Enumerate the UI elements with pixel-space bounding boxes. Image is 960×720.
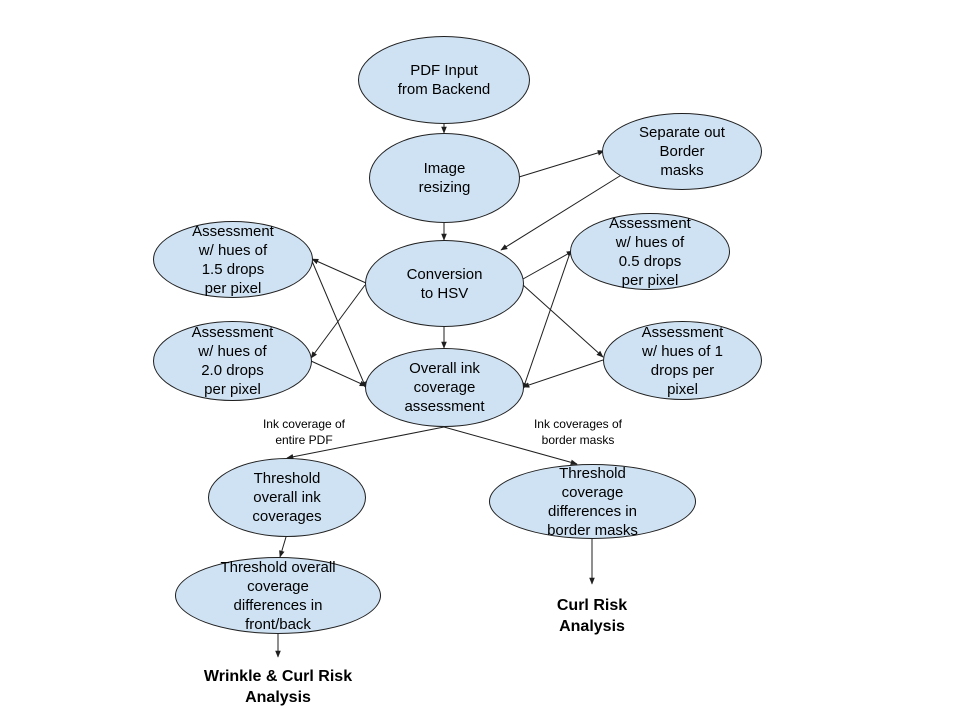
node-assessment-2-0-drops: Assessment w/ hues of 2.0 drops per pixe… <box>153 321 312 401</box>
node-pdf-input: PDF Input from Backend <box>358 36 530 124</box>
edge-hsv-to-assess1 <box>522 284 604 358</box>
node-assessment-1-drop: Assessment w/ hues of 1 drops per pixel <box>603 321 762 400</box>
node-threshold-overall-ink: Threshold overall ink coverages <box>208 458 366 537</box>
edge-assess1-to-overall <box>522 359 604 388</box>
edge-overall-to-threshold-border <box>443 426 578 466</box>
node-image-resizing: Image resizing <box>369 133 520 223</box>
edge-overall-to-threshold-overall <box>286 426 445 460</box>
edge-label-entire-pdf: Ink coverage of entire PDF <box>262 417 346 447</box>
edge-resize-to-border <box>518 150 605 178</box>
outcome-curl-risk: Curl Risk Analysis <box>556 597 628 635</box>
edge-threshold-overall-to-frontback <box>279 536 287 558</box>
edge-hsv-to-assess05 <box>522 250 574 280</box>
node-threshold-front-back: Threshold overall coverage differences i… <box>175 557 381 634</box>
node-assessment-1-5-drops: Assessment w/ hues of 1.5 drops per pixe… <box>153 221 313 298</box>
node-overall-ink-coverage: Overall ink coverage assessment <box>365 348 524 427</box>
edge-assess05-to-overall <box>522 249 572 390</box>
edge-assess20-to-overall <box>310 360 367 387</box>
edge-hsv-to-assess15 <box>311 258 367 284</box>
edge-assess15-to-overall <box>311 260 367 389</box>
node-separate-border-masks: Separate out Border masks <box>602 113 762 190</box>
edge-label-border-masks: Ink coverages of border masks <box>533 417 623 447</box>
outcome-wrinkle-curl-risk: Wrinkle & Curl Risk Analysis <box>203 668 353 706</box>
node-conversion-to-hsv: Conversion to HSV <box>365 240 524 327</box>
node-threshold-border-masks: Threshold coverage differences in border… <box>489 464 696 539</box>
edge-border-to-hsv <box>500 173 624 251</box>
node-assessment-0-5-drops: Assessment w/ hues of 0.5 drops per pixe… <box>570 213 730 290</box>
